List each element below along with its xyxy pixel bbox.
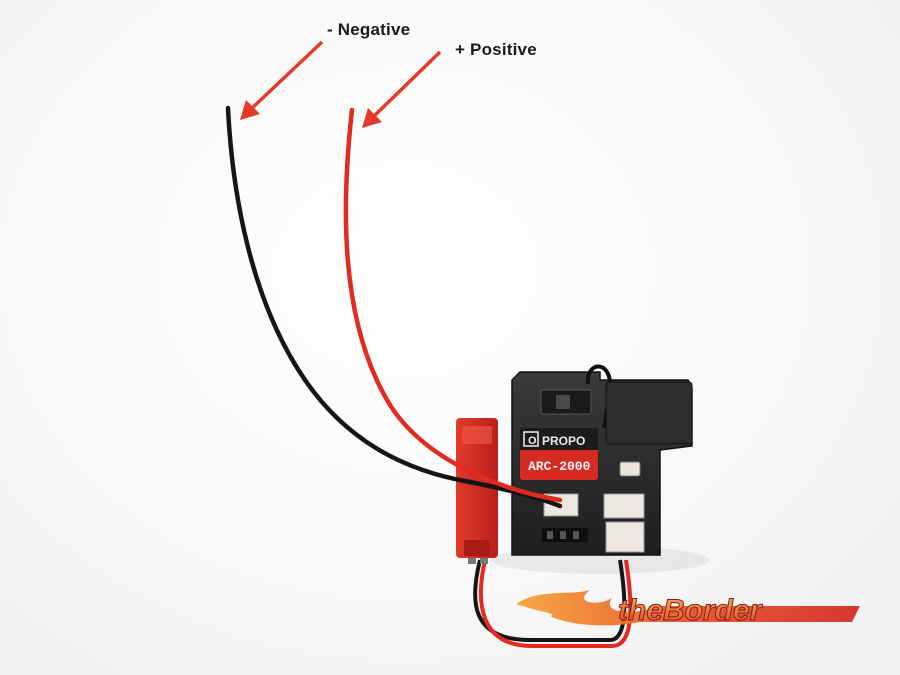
watermark-text: theBorder [618,594,764,627]
model-label: ARC-2000 [528,459,591,474]
jst-connector [456,418,498,564]
positive-arrow [362,50,442,128]
watermark-logo: theBorder [516,590,860,628]
negative-arrow [240,40,324,120]
positive-wire [343,107,563,503]
negative-label: - Negative [327,20,411,39]
receiver-device: O [511,364,693,556]
svg-text:O: O [528,435,537,447]
negative-wire [225,105,563,509]
brand-label: PROPO [542,434,585,448]
positive-label: + Positive [455,40,537,59]
lower-wire-loop [473,559,633,648]
